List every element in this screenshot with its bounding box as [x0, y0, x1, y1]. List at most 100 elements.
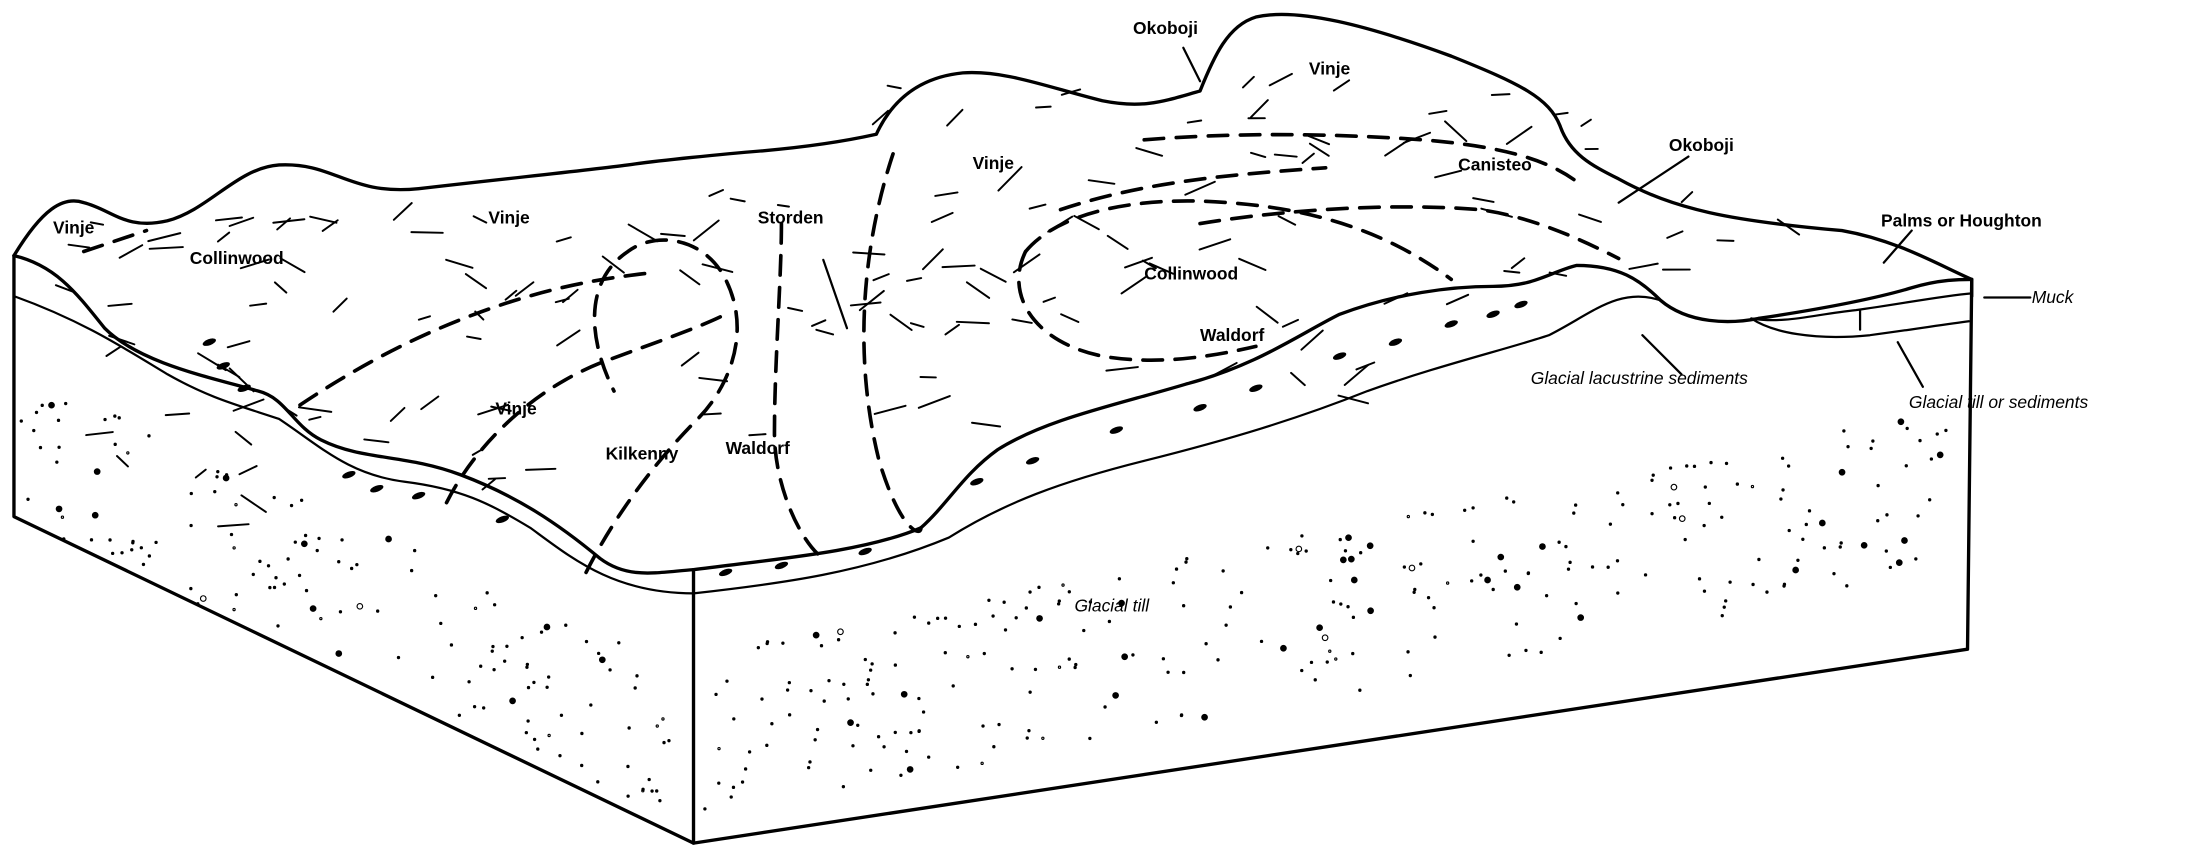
stipple-dot [40, 403, 44, 408]
stipple-dot [274, 576, 278, 580]
lacustrine-mark [495, 515, 509, 524]
stipple-dot [1402, 565, 1407, 569]
stipple-dot [490, 649, 494, 653]
stipple-dot [589, 703, 593, 707]
slope-mark [886, 84, 902, 90]
label-kilkenny: Kilkenny [606, 443, 679, 463]
label-canisteo: Canisteo [1458, 155, 1532, 175]
stipple-dot [1366, 542, 1374, 550]
stipple-dot [1347, 555, 1355, 563]
slope-mark [89, 221, 105, 226]
stipple-dot [356, 602, 364, 610]
slope-mark [1301, 152, 1315, 164]
stipple-dot [1088, 600, 1093, 604]
stipple-dot [1678, 515, 1686, 523]
slope-mark [1281, 318, 1300, 328]
muck-layer [1750, 292, 1973, 322]
stipple-dot [1003, 628, 1008, 632]
slope-mark [703, 412, 722, 416]
stipple-dot [1702, 589, 1707, 593]
stipple-dot [1839, 541, 1843, 545]
slope-mark [1332, 79, 1351, 92]
slope-mark [1087, 179, 1116, 185]
stipple-dot [1514, 622, 1519, 626]
stipple-dot [1216, 658, 1220, 662]
slope-mark [1073, 214, 1100, 231]
slope-mark [232, 398, 265, 412]
stipple-dot [1928, 498, 1932, 502]
stipple-dot [1845, 584, 1849, 588]
stipple-dot [725, 679, 729, 683]
lacustrine-mark [370, 484, 384, 493]
stipple-dot [57, 445, 61, 449]
stipple-dot [1201, 713, 1208, 721]
stipple-dot [641, 787, 645, 792]
slope-mark [148, 246, 184, 250]
stipple-dot [38, 445, 43, 450]
stipple-dot [1358, 688, 1362, 692]
lacustrine-mark [1388, 338, 1403, 346]
stipple-dot [502, 659, 507, 663]
label-waldorf: Waldorf [726, 438, 790, 458]
stipple-dot [1406, 514, 1411, 519]
stipple-dot [564, 623, 568, 627]
stipple-dot [1497, 553, 1505, 561]
stipple-dot [980, 761, 984, 766]
stipple-dot [1796, 558, 1800, 562]
stipple-dot [717, 781, 721, 785]
slope-mark [930, 211, 954, 223]
stipple-dot [770, 722, 774, 726]
stipple-dot [520, 635, 524, 640]
stipple-dot [1346, 605, 1350, 609]
stipple-dot [93, 468, 101, 475]
stipple-dot [1512, 500, 1516, 504]
slope-mark [1255, 305, 1279, 324]
slope-mark [776, 204, 790, 208]
label-storden: Storden [758, 208, 824, 228]
stipple-dot [1419, 562, 1423, 566]
stipple-dot [1838, 468, 1846, 476]
stipple-dot [1061, 583, 1065, 587]
stipple-dot [1703, 485, 1707, 489]
slope-mark [85, 431, 114, 437]
slope-mark [748, 433, 767, 437]
slope-mark [1580, 118, 1592, 127]
stipple-dot [1479, 573, 1483, 577]
slope-mark [1428, 109, 1448, 115]
stipple-dot [1606, 565, 1610, 569]
stipple-dot [532, 680, 536, 685]
slope-mark [249, 302, 268, 307]
slope-mark [474, 310, 485, 321]
stipple-dot [213, 489, 217, 494]
slope-mark [445, 258, 474, 269]
label-palms-or-houghton: Palms or Houghton [1881, 210, 2042, 230]
stipple-dot [1166, 670, 1170, 674]
stipple-dot [62, 537, 66, 541]
stipple-dot [215, 475, 219, 479]
stipple-dot [827, 678, 831, 683]
stipple-dot [1296, 551, 1300, 556]
stipple-dot [1338, 537, 1342, 542]
stipple-dot [927, 621, 931, 625]
stipple-dot [1074, 662, 1078, 667]
slope-mark [873, 404, 907, 415]
stipple-dot [1014, 616, 1018, 620]
stipple-dot [376, 609, 380, 613]
slope-mark [410, 231, 444, 234]
slope-mark [1141, 259, 1157, 270]
slope-mark [1060, 313, 1080, 323]
stipple-dot [545, 685, 549, 689]
stipple-dot [1897, 418, 1905, 426]
lacustrine-mark [1025, 457, 1040, 465]
stipple-dot [1082, 628, 1086, 633]
stipple-dot [1782, 584, 1786, 588]
stipple-dot [1204, 642, 1208, 646]
slope-mark [1047, 215, 1074, 233]
slope-mark [660, 232, 686, 238]
stipple-dot [900, 690, 908, 698]
stipple-dot [1668, 503, 1672, 507]
stipple-dot [1702, 523, 1706, 528]
stipple-dot [289, 503, 294, 508]
slope-mark [487, 477, 507, 480]
